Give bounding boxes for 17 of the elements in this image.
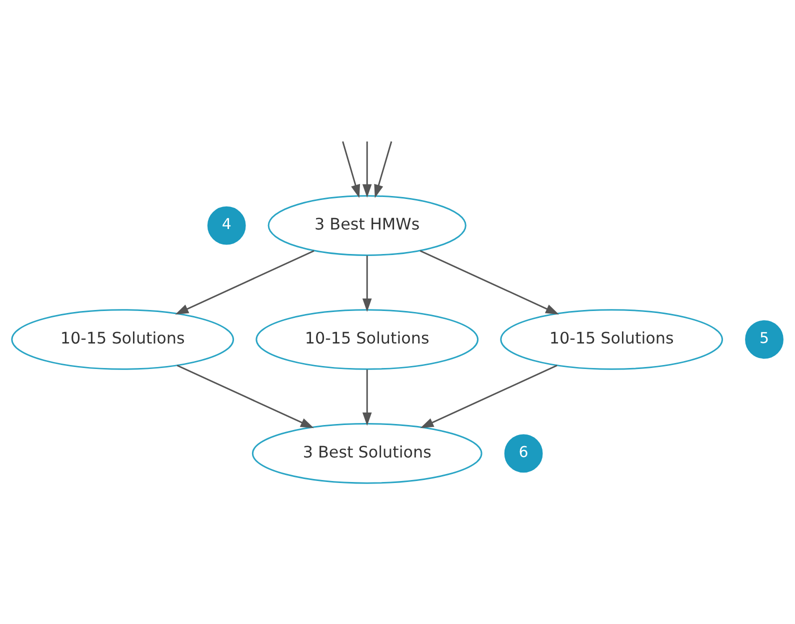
node-ellipse: 3 Best Solutions: [252, 423, 482, 484]
node-ellipse: 10-15 Solutions: [500, 309, 724, 370]
node-circle: 6: [504, 434, 543, 473]
arrow: [420, 250, 560, 314]
arrow: [175, 250, 314, 314]
node-ellipse: 3 Best HMWs: [268, 195, 466, 256]
node-ellipse: 10-15 Solutions: [256, 309, 479, 370]
arrow: [362, 256, 372, 312]
arrow: [362, 141, 372, 198]
arrow: [176, 364, 314, 428]
arrow: [420, 364, 558, 428]
node-circle: 5: [745, 320, 784, 359]
arrow: [342, 141, 360, 198]
arrow: [362, 370, 372, 426]
arrow: [374, 141, 392, 198]
node-ellipse: 10-15 Solutions: [11, 309, 234, 370]
node-circle: 4: [207, 206, 246, 245]
